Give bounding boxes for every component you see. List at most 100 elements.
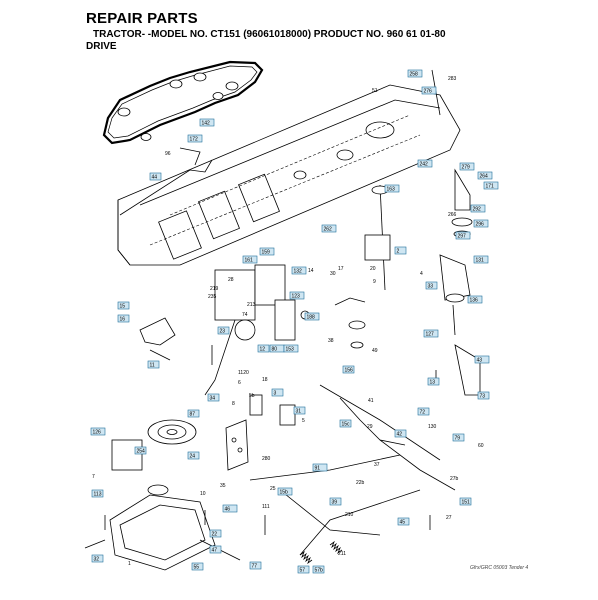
callout-labels: 258 276 142 172 44 242 279 264 171 292 2…	[90, 69, 499, 574]
svg-text:292: 292	[473, 207, 482, 213]
svg-text:142: 142	[202, 121, 211, 127]
plain-callout-numbers: 283 51 96 28 219 235 74 213 30 1120 6 18…	[92, 76, 484, 567]
svg-text:276: 276	[424, 89, 433, 95]
svg-text:2: 2	[397, 249, 400, 255]
svg-text:10: 10	[200, 491, 206, 497]
svg-text:7: 7	[92, 474, 95, 480]
svg-text:15b: 15b	[280, 490, 289, 496]
svg-text:25: 25	[270, 486, 276, 492]
svg-text:235: 235	[208, 294, 217, 300]
svg-text:79: 79	[455, 436, 461, 442]
svg-text:9: 9	[373, 279, 376, 285]
svg-text:13: 13	[430, 380, 436, 386]
brake-assembly	[204, 264, 310, 396]
svg-text:12: 12	[260, 347, 266, 353]
rod-part	[119, 159, 213, 216]
svg-text:4: 4	[420, 271, 423, 277]
svg-text:171: 171	[486, 184, 495, 190]
svg-text:1: 1	[128, 561, 131, 567]
svg-text:5: 5	[302, 418, 305, 424]
svg-text:42: 42	[397, 432, 403, 438]
svg-text:283: 283	[448, 76, 457, 82]
svg-text:11: 11	[150, 363, 155, 369]
svg-text:132: 132	[294, 269, 303, 275]
svg-text:130: 130	[428, 424, 437, 430]
svg-text:34: 34	[210, 396, 216, 402]
svg-text:159: 159	[262, 250, 271, 256]
svg-text:136: 136	[470, 298, 479, 304]
svg-text:74: 74	[242, 312, 248, 318]
svg-text:30: 30	[330, 271, 336, 277]
svg-text:219: 219	[210, 286, 219, 292]
svg-text:6: 6	[238, 380, 241, 386]
bracket-part	[179, 147, 201, 166]
svg-text:45: 45	[400, 520, 406, 526]
svg-text:96: 96	[165, 151, 171, 157]
spring-part	[299, 550, 313, 565]
svg-text:297: 297	[458, 234, 467, 240]
idler-pulley-icon	[193, 72, 207, 82]
svg-text:3: 3	[274, 391, 277, 397]
svg-text:57: 57	[300, 568, 306, 574]
drive-pulley	[147, 419, 197, 445]
svg-text:18: 18	[262, 377, 268, 383]
svg-text:32: 32	[94, 557, 100, 563]
svg-text:15: 15	[120, 304, 126, 310]
svg-text:46: 46	[225, 507, 231, 513]
shift-rods	[249, 384, 456, 556]
svg-text:24: 24	[190, 454, 196, 460]
svg-text:156: 156	[345, 368, 354, 374]
idler-pulley-icon	[117, 107, 131, 117]
svg-text:43: 43	[477, 358, 483, 364]
pulley-icon	[451, 217, 473, 227]
idler-pulley-icon	[212, 92, 224, 100]
svg-text:80: 80	[272, 347, 278, 353]
svg-text:60: 60	[478, 443, 484, 449]
svg-text:113: 113	[94, 492, 102, 498]
svg-text:15c: 15c	[342, 422, 351, 428]
svg-text:126: 126	[93, 430, 102, 436]
svg-text:23: 23	[220, 329, 226, 335]
svg-text:41: 41	[368, 398, 374, 404]
svg-text:87: 87	[190, 412, 196, 418]
svg-text:1120: 1120	[238, 370, 249, 376]
svg-text:210: 210	[345, 512, 354, 518]
svg-text:280: 280	[262, 456, 271, 462]
svg-text:38: 38	[328, 338, 334, 344]
tractor-frame	[117, 84, 461, 266]
svg-text:8: 8	[232, 401, 235, 407]
svg-text:29: 29	[367, 424, 373, 430]
svg-text:28: 28	[228, 277, 234, 283]
svg-text:77: 77	[252, 564, 258, 570]
svg-text:161: 161	[245, 258, 254, 264]
svg-text:49: 49	[372, 348, 378, 354]
svg-text:123: 123	[292, 294, 301, 300]
center-clutch	[334, 184, 391, 349]
svg-text:211: 211	[338, 551, 346, 557]
spring-part	[329, 540, 343, 555]
svg-text:91: 91	[315, 466, 321, 472]
svg-text:254: 254	[137, 449, 146, 455]
svg-text:296: 296	[476, 222, 485, 228]
model-subtitle: TRACTOR- -MODEL NO. CT151 (96061018000) …	[93, 29, 446, 40]
svg-text:111: 111	[262, 504, 270, 510]
svg-text:22: 22	[212, 532, 218, 538]
idler-pulley-icon	[169, 79, 183, 89]
svg-text:20: 20	[370, 266, 376, 272]
svg-text:73: 73	[480, 394, 486, 400]
svg-text:27: 27	[446, 515, 452, 521]
svg-text:172: 172	[190, 137, 199, 143]
svg-text:188: 188	[307, 315, 316, 321]
svg-text:5b: 5b	[249, 393, 255, 399]
svg-text:153: 153	[286, 347, 295, 353]
svg-text:47: 47	[212, 548, 218, 554]
svg-text:258: 258	[410, 72, 419, 78]
svg-text:22b: 22b	[356, 480, 365, 486]
section-label: DRIVE	[86, 41, 117, 52]
svg-text:44: 44	[152, 175, 158, 181]
svg-text:262: 262	[324, 227, 333, 233]
idler-pulley-icon	[225, 81, 239, 91]
drive-belt	[102, 60, 264, 145]
mounting-bracket	[111, 419, 249, 471]
